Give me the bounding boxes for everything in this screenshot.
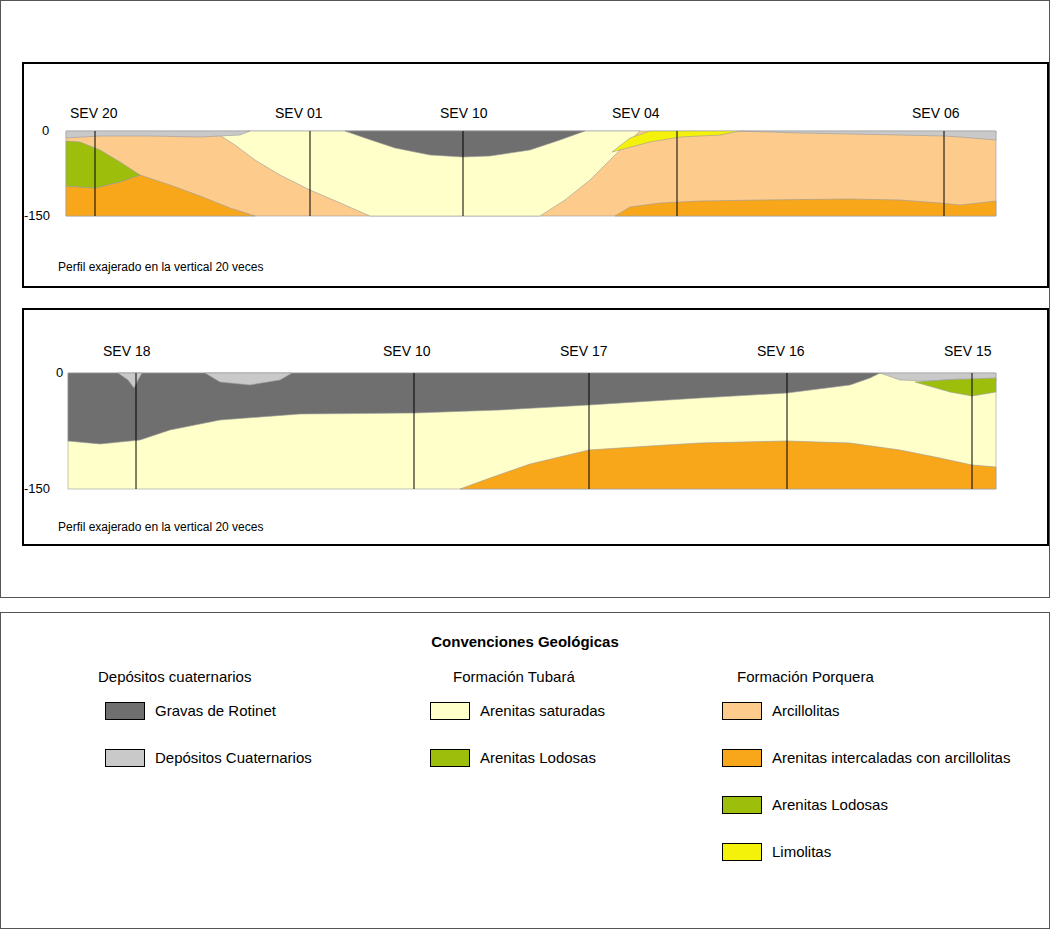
quaternary-layer [205, 373, 292, 385]
legend-text: Gravas de Rotinet [155, 702, 276, 719]
legend-title: Convenciones Geológicas [1, 633, 1049, 650]
sounding-line [310, 131, 311, 216]
sounding-name: SEV 10 [440, 105, 487, 121]
sounding-line [787, 373, 788, 489]
legend-swatch [430, 702, 470, 720]
sounding-name: SEV 01 [275, 105, 322, 121]
sounding-line [95, 131, 96, 216]
depth-value: 0 [56, 365, 63, 380]
legend-group-heading: Formación Porquera [737, 668, 874, 685]
legend-swatch [722, 843, 762, 861]
legend-group-heading: Formación Tubará [453, 668, 575, 685]
interbedded-sandstone-layer [615, 199, 996, 216]
sounding-name: SEV 16 [757, 343, 804, 359]
legend-text: Arenitas Lodosas [480, 749, 596, 766]
quaternary-layer [66, 131, 250, 138]
sounding-line [677, 131, 678, 216]
sounding-line [589, 373, 590, 489]
interbedded-sandstone-layer [460, 441, 996, 489]
sounding-name: SEV 06 [912, 105, 959, 121]
legend-swatch [105, 749, 145, 767]
sounding-name: SEV 15 [944, 343, 991, 359]
depth-value: 0 [42, 123, 49, 138]
depth-value: -150 [24, 208, 50, 223]
sounding-line [463, 131, 464, 216]
gravel-layer [345, 131, 585, 157]
profile-note: Perfil exajerado en la vertical 20 veces [58, 520, 263, 534]
legend-text: Depósitos Cuaternarios [155, 749, 312, 766]
sounding-name: SEV 04 [612, 105, 659, 121]
legend-swatch [430, 749, 470, 767]
legend-text: Limolitas [772, 843, 831, 860]
sounding-line [944, 131, 945, 216]
legend-swatch [105, 702, 145, 720]
muddy-sandstone-layer [66, 141, 140, 188]
legend-text: Arenitas intercaladas con arcillolitas [772, 749, 1010, 766]
sounding-name: SEV 17 [560, 343, 607, 359]
profile-note: Perfil exajerado en la vertical 20 veces [58, 260, 263, 274]
sounding-line [972, 373, 973, 489]
sounding-name: SEV 20 [70, 105, 117, 121]
depth-value: -150 [24, 481, 50, 496]
outer-frame [1, 1, 1050, 598]
quaternary-layer [118, 373, 142, 388]
legend-text: Arenitas Lodosas [772, 796, 888, 813]
sounding-name: SEV 18 [103, 343, 150, 359]
muddy-sandstone-layer [915, 378, 996, 396]
saturated-sandstone-layer [68, 373, 996, 489]
legend-text: Arenitas saturadas [480, 702, 605, 719]
legend-group-heading: Depósitos cuaternarios [98, 668, 251, 685]
profile-frame: Perfil exajerado en la vertical 20 veces [22, 62, 1049, 288]
legend-swatch [722, 796, 762, 814]
sounding-name: SEV 10 [383, 343, 430, 359]
legend-swatch [722, 749, 762, 767]
legend-text: Arcillolitas [772, 702, 840, 719]
quaternary-layer [740, 131, 996, 140]
claystone-layer [66, 131, 996, 216]
sounding-line [136, 373, 137, 489]
saturated-sandstone-layer [218, 131, 640, 216]
siltstone-layer [612, 131, 740, 152]
sounding-line [414, 373, 415, 489]
gravel-layer [68, 373, 880, 444]
legend-swatch [722, 702, 762, 720]
profile-frame: Perfil exajerado en la vertical 20 veces [22, 308, 1049, 546]
legend-box: Convenciones Geológicas [0, 612, 1050, 929]
